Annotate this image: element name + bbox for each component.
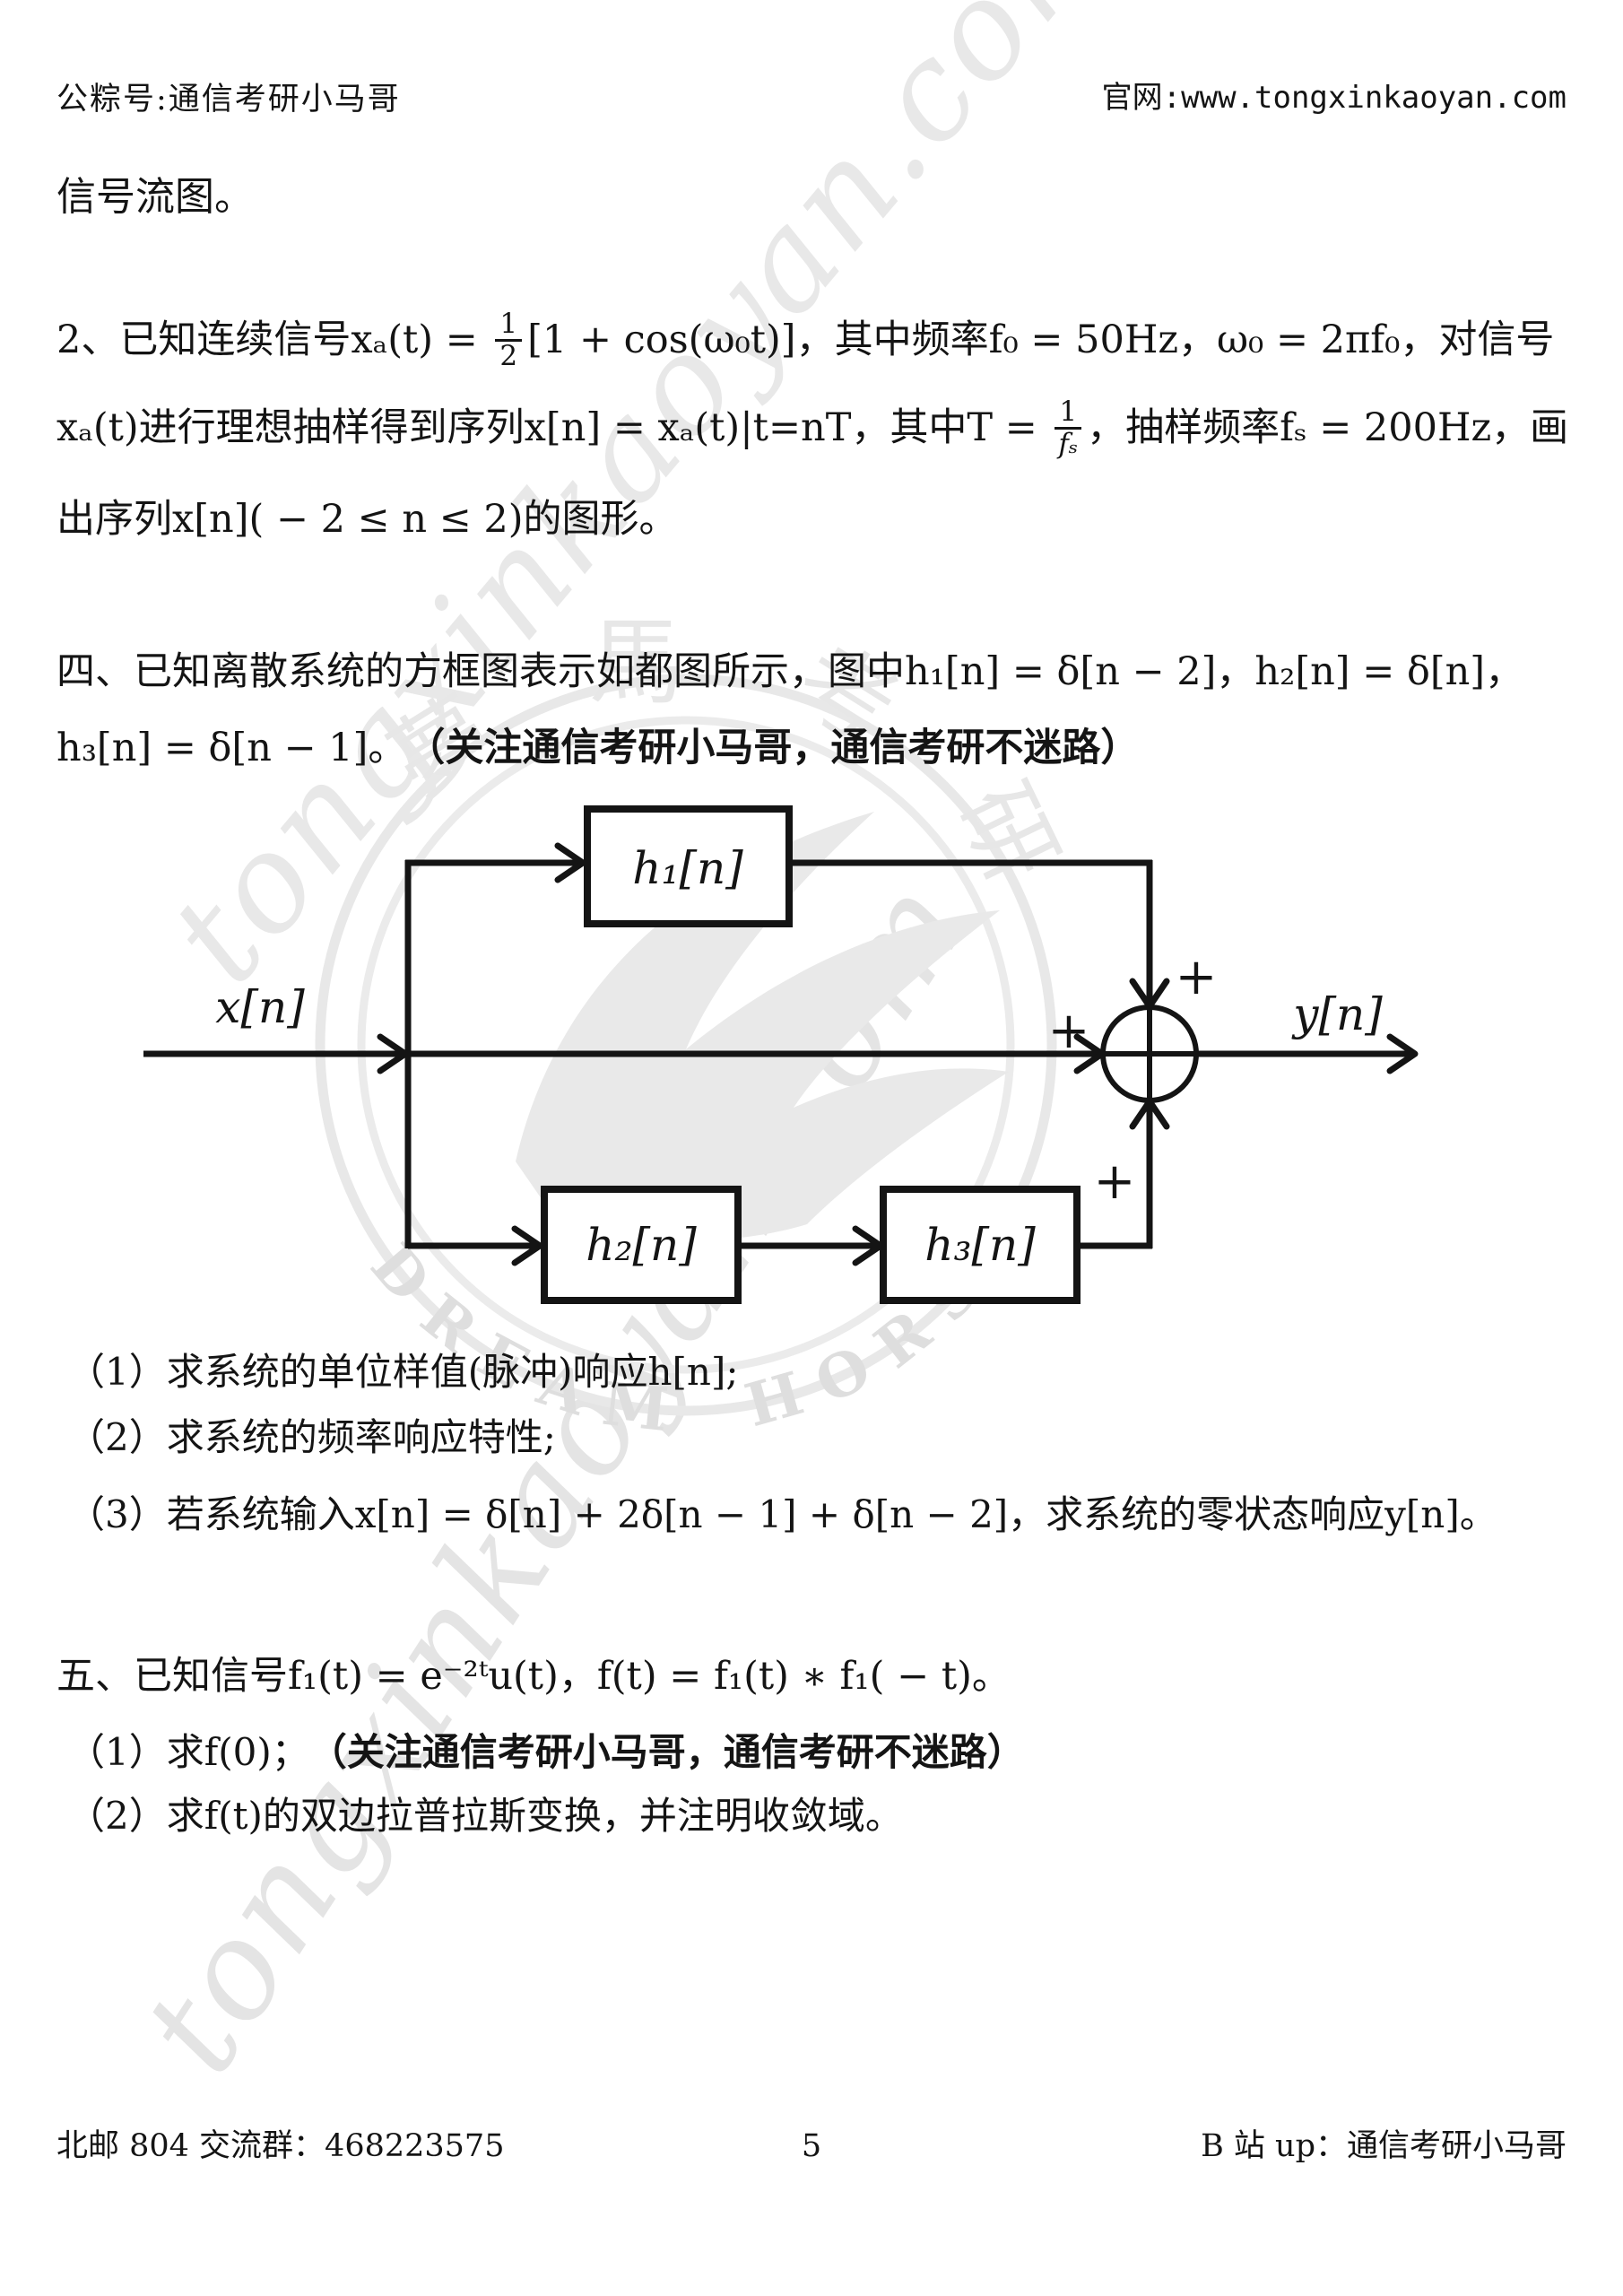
header-right: 官网:www.tongxinkaoyan.com (1102, 79, 1567, 117)
q2-line-3: 出序列x[n]( − 2 ≤ n ≤ 2)的图形。 (56, 496, 678, 544)
q5-item2-text: （2）求f(t)的双边拉普拉斯变换，并注明收敛域。 (67, 1794, 903, 1838)
arrowhead-icon (554, 842, 586, 883)
h2-block-label: h₂[n] (586, 1219, 697, 1271)
q4-item3-text: （3）若系统输入x[n] = δ[n] + 2δ[n − 1] + δ[n − … (67, 1492, 1497, 1536)
arrowhead-icon (1386, 1033, 1419, 1074)
header-left: 公粽号:通信考研小马哥 (56, 81, 401, 120)
footer-group-number: 北邮 804 交流群：468223575 (56, 2128, 505, 2164)
fraction-numerator: 1 (1055, 396, 1082, 430)
q5-line1-text: 五、已知信号f₁(t) = e⁻²ᵗu(t)，f(t) = f₁(t) ∗ f₁… (56, 1654, 1011, 1699)
intro-line: 信号流图。 (56, 172, 254, 222)
input-label: x[n] (215, 981, 305, 1033)
intro-text: 信号流图。 (56, 174, 254, 220)
footer-right: B 站 up：通信考研小马哥 (1201, 2127, 1567, 2167)
fraction-denominator: 2 (499, 340, 518, 373)
q4-line2-bold: （关注通信考研小马哥，通信考研不迷路） (406, 726, 1140, 770)
arrowhead-icon (511, 1225, 543, 1266)
fraction-denominator: fₛ (1058, 428, 1079, 461)
q4-line2-plain: h₃[n] = δ[n − 1]。 (56, 726, 407, 770)
q5-item-2: （2）求f(t)的双边拉普拉斯变换，并注明收敛域。 (67, 1793, 903, 1840)
q2-line3-text: 出序列x[n]( − 2 ≤ n ≤ 2)的图形。 (56, 497, 678, 542)
logo-inner-ring (357, 716, 1015, 1374)
q4-line1-text: 四、已知离散系统的方框图表示如都图所示，图中h₁[n] = δ[n − 2]，h… (56, 649, 1524, 694)
fraction-numerator: 1 (495, 309, 523, 343)
q4-item-1: （1）求系统的单位样值(脉冲)响应h[n]; (67, 1349, 739, 1396)
q5-item1-plain: （1）求f(0)； (67, 1730, 309, 1774)
header-right-text: 官网:www.tongxinkaoyan.com (1101, 80, 1567, 116)
q2-line-2: xₐ(t)进行理想抽样得到序列x[n] = xₐ(t)|t=nT，其中T = 1… (56, 396, 1569, 461)
plus-sign-left: + (1048, 1002, 1090, 1060)
q2-line2-seg1: xₐ(t)进行理想抽样得到序列x[n] = xₐ(t)|t=nT，其中T = (56, 405, 1050, 451)
q4-item-3: （3）若系统输入x[n] = δ[n] + 2δ[n − 1] + δ[n − … (67, 1492, 1497, 1539)
q4-item1-text: （1）求系统的单位样值(脉冲)响应h[n]; (67, 1350, 739, 1394)
output-label: y[n] (1291, 988, 1383, 1040)
h3-block-label: h₃[n] (924, 1219, 1036, 1271)
h1-block (584, 805, 793, 927)
header-left-text: 公粽号:通信考研小马哥 (56, 82, 401, 117)
h1-block-label: h₁[n] (632, 842, 743, 894)
footer-page-number: 5 (0, 2127, 1623, 2167)
q5-line-1: 五、已知信号f₁(t) = e⁻²ᵗu(t)，f(t) = f₁(t) ∗ f₁… (56, 1653, 1011, 1701)
footer-left: 北邮 804 交流群：468223575 (56, 2127, 504, 2167)
pegasus-wing-icon (516, 812, 1009, 1241)
q5-item-1: （1）求f(0)；（关注通信考研小马哥，通信考研不迷路） (67, 1729, 1025, 1777)
logo-outer-ring (315, 674, 1057, 1416)
plus-sign-bottom: + (1094, 1152, 1136, 1211)
q4-item2-text: （2）求系统的频率响应特性; (67, 1415, 556, 1459)
q5-item1-bold: （关注通信考研小马哥，通信考研不迷路） (308, 1730, 1025, 1774)
q4-item-2: （2）求系统的频率响应特性; (67, 1414, 556, 1462)
page-number: 5 (801, 2128, 822, 2164)
q2-line1-seg2: [1 + cos(ω₀t)]，其中频率f₀ = 50Hz，ω₀ = 2πf₀，对… (527, 317, 1555, 363)
q4-line-1: 四、已知离散系统的方框图表示如都图所示，图中h₁[n] = δ[n − 2]，h… (56, 648, 1523, 697)
q2-line2-seg2: ，抽样频率fₛ = 200Hz，画 (1087, 405, 1569, 451)
q4-line-2: h₃[n] = δ[n − 1]。（关注通信考研小马哥，通信考研不迷路） (56, 725, 1139, 773)
q2-line1-seg1: 2、已知连续信号xₐ(t) = (56, 317, 490, 363)
footer-bilibili-text: B 站 up：通信考研小马哥 (1201, 2128, 1567, 2164)
plus-sign-top: + (1176, 948, 1218, 1006)
